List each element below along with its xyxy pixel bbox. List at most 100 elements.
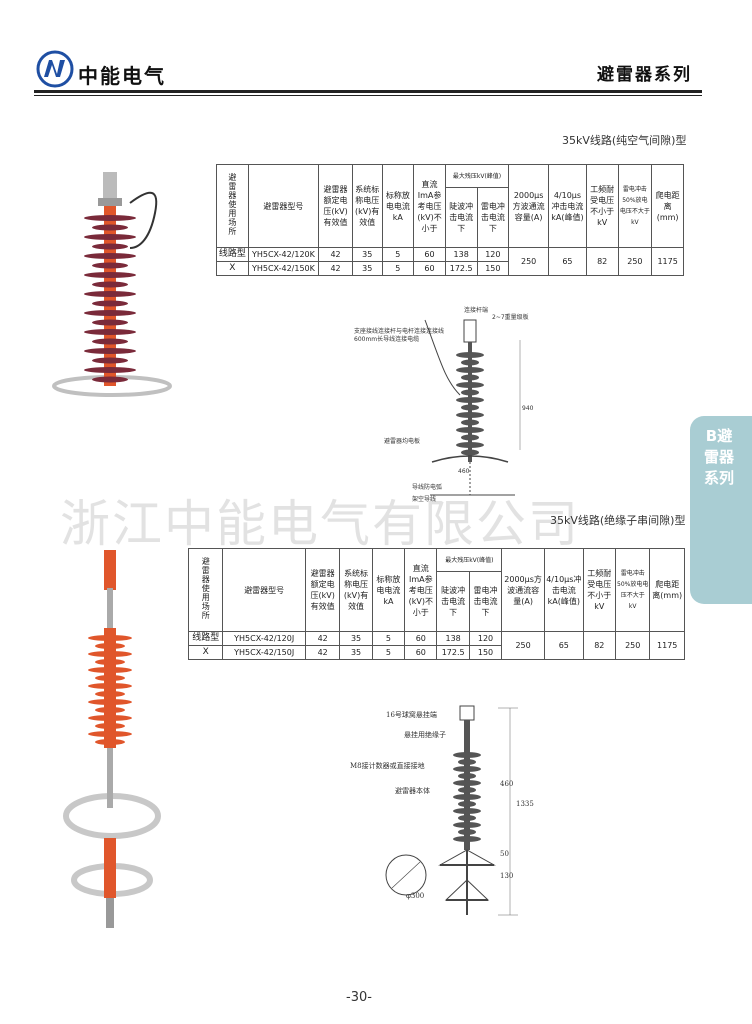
table-row: 线路型 YH5CX-42/120K 42 35 5 60 138 120 250…	[216, 247, 684, 276]
cell-l50: 250	[614, 631, 651, 660]
cell-rated: 42	[304, 645, 341, 660]
col-creepage: 爬电距离(mm)	[651, 164, 684, 248]
col-usage: 避雷器使用场所	[201, 557, 211, 620]
insulator-shed	[84, 329, 136, 335]
spec-table-2: 避雷器使用场所 避雷器型号 避雷器额定电压(kV)有效值 系统标称电压(kV)有…	[187, 547, 685, 660]
col-pf: 工频耐受电压不小于kV	[582, 548, 616, 632]
cell-impulse: 65	[544, 631, 584, 660]
insulator-shed	[95, 675, 125, 681]
insulator-shed	[456, 442, 484, 448]
insulator-shed	[453, 822, 481, 828]
cell-impulse: 65	[548, 247, 587, 276]
cell-dc: 60	[404, 645, 438, 660]
label-ball: 16号球窝悬挂端	[386, 711, 437, 719]
insulator-shed	[84, 367, 136, 373]
series-title: 避雷器系列	[597, 65, 692, 85]
col-nominal: 标称放电电流kA	[381, 164, 415, 248]
insulator-shed	[453, 794, 481, 800]
col-model: 避雷器型号	[222, 548, 306, 632]
insulator-shed	[92, 243, 128, 250]
insulator-shed	[461, 359, 479, 366]
label-wire2: 600mm长导线连接电缆	[354, 336, 420, 343]
header-divider-thin	[34, 95, 702, 96]
insulator-shed	[84, 291, 136, 297]
insulator-shed	[84, 272, 136, 278]
insulator-shed	[92, 357, 128, 364]
cell-pf: 82	[582, 631, 616, 660]
insulator-shed	[461, 449, 479, 456]
col-2000: 2000μs方波通流容量(A)	[501, 548, 545, 632]
col-lightning: 雷电冲击电流下	[468, 571, 503, 632]
insulator-shed	[453, 766, 481, 772]
col-lightning50: 雷电冲击50%放电电压不大于kV	[617, 164, 653, 248]
insulator-shed	[92, 300, 128, 307]
cell-steep: 172.5	[436, 645, 470, 660]
insulator-shed	[461, 389, 479, 396]
dim-130: 130	[500, 872, 514, 880]
col-residual-group: 最大残压kV(峰值)	[436, 547, 503, 573]
drawing-1	[424, 319, 521, 496]
dim-940: 940	[522, 405, 534, 412]
spec-table-1: 避雷器使用场所 避雷器型号 避雷器额定电压(kV)有效值 系统标称电压(kV)有…	[216, 163, 684, 276]
insulator-shed	[88, 699, 132, 705]
cell-nominal: 5	[381, 261, 415, 276]
label-tube: 2~7重量级板	[492, 314, 529, 321]
insulator-shed	[88, 651, 132, 657]
cell-dc: 60	[413, 247, 446, 262]
cell-nominal: 5	[371, 645, 406, 660]
label-line: 架空导线	[412, 496, 437, 503]
cell-steep: 138	[436, 631, 470, 646]
col-nominal: 标称放电电流kA	[371, 548, 406, 632]
table-row: X YH5CX-42/150J 42 35 5 60 172.5 150	[187, 645, 685, 660]
cell-square: 250	[508, 247, 550, 276]
usage-line2: X	[187, 645, 224, 660]
insulator-shed	[88, 667, 132, 673]
side-tab[interactable]	[690, 416, 752, 604]
col-2000: 2000μs方波通流容量(A)	[508, 164, 550, 248]
insulator-shed	[458, 815, 476, 821]
cell-lightning: 120	[468, 631, 503, 646]
table-row: X YH5CX-42/150K 42 35 5 60 172.5 150	[216, 261, 684, 276]
insulator-shed	[95, 723, 125, 729]
col-lightning50: 雷电冲击50%放电电压不大于kV	[614, 548, 651, 632]
insulator-shed	[88, 715, 132, 721]
insulator-shed	[458, 773, 476, 779]
col-4-10: 4/10μs冲击电流kA(峰值)	[548, 164, 587, 248]
insulator-shed	[92, 262, 128, 269]
cell-dc: 60	[413, 261, 446, 276]
usage-line1: 线路型	[216, 247, 249, 262]
col-model: 避雷器型号	[247, 164, 320, 248]
page-number: -30-	[346, 990, 372, 1005]
col-dc: 直流ImA参考电压(kV)不小于	[413, 164, 446, 248]
cell-system: 35	[339, 645, 373, 660]
watermark: 浙江中能电气有限公司	[60, 495, 580, 553]
insulator-shed	[95, 659, 125, 665]
insulator-shed	[458, 787, 476, 793]
cell-system: 35	[351, 261, 383, 276]
insulator-shed	[453, 836, 481, 842]
cell-l50: 250	[617, 247, 653, 276]
insulator-shed	[84, 310, 136, 316]
col-pf: 工频耐受电压不小于kV	[585, 164, 619, 248]
insulator-shed	[453, 752, 481, 758]
cell-steep: 172.5	[444, 261, 478, 276]
insulator-shed	[461, 419, 479, 426]
insulator-shed	[458, 801, 476, 807]
insulator-shed	[95, 691, 125, 697]
cell-dc: 60	[404, 631, 438, 646]
insulator-shed	[461, 374, 479, 381]
insulator-shed	[95, 643, 125, 649]
col-creepage: 爬电距离(mm)	[649, 548, 685, 632]
label-connector: 连接杆端	[464, 307, 489, 314]
insulator-shed	[84, 215, 136, 221]
section2-subtitle: 35kV线路(绝缘子串间隙)型	[550, 514, 686, 527]
company-logo	[36, 50, 74, 88]
col-4-10: 4/10μs冲击电流kA(峰值)	[544, 548, 584, 632]
insulator-shed	[456, 397, 484, 403]
cell-nominal: 5	[381, 247, 415, 262]
insulator-shed	[92, 338, 128, 345]
insulator-shed	[88, 635, 132, 641]
insulator-shed	[95, 707, 125, 713]
col-system: 系统标称电压(kV)有效值	[351, 164, 383, 248]
insulator-shed	[458, 829, 476, 835]
